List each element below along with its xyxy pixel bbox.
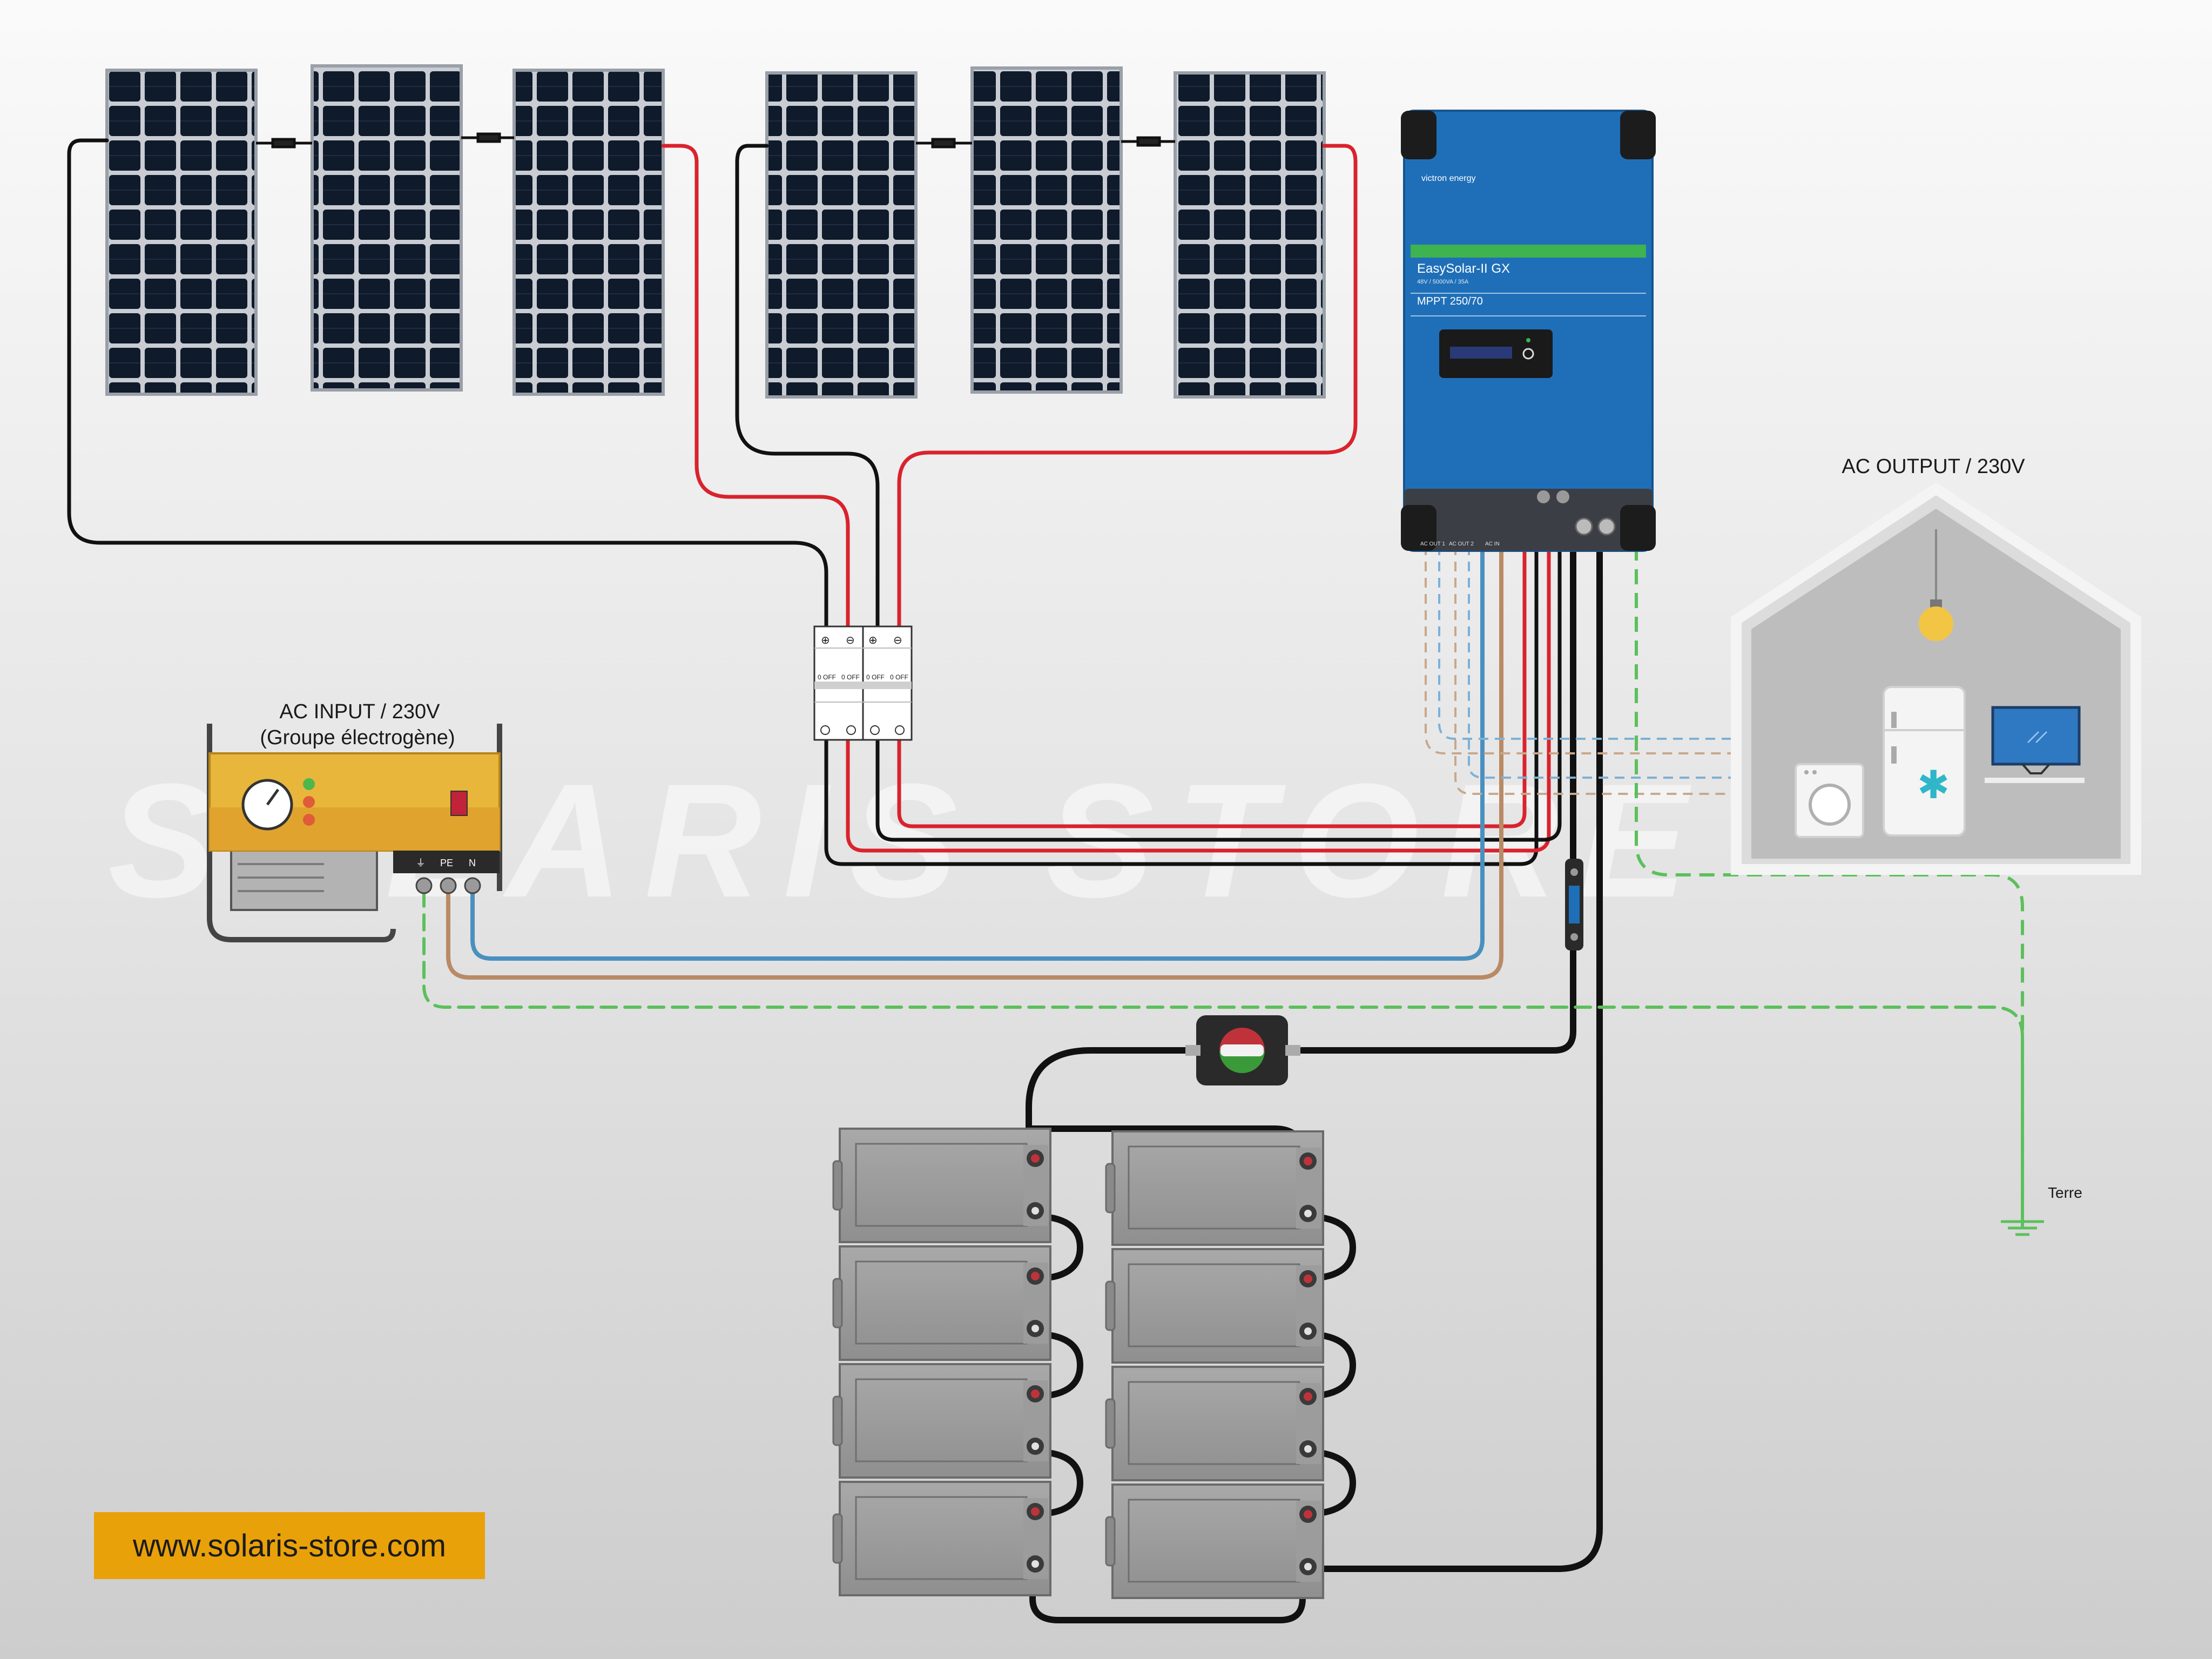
lamp-icon bbox=[1919, 599, 1953, 641]
inverter-model: EasySolar-II GX bbox=[1417, 261, 1510, 276]
battery-icon bbox=[1105, 1248, 1324, 1364]
website-link[interactable]: www.solaris-store.com bbox=[94, 1512, 485, 1579]
fridge-icon: ✱ bbox=[1883, 686, 1966, 837]
breaker-state-2: 0 OFF bbox=[841, 673, 860, 681]
breaker-mark-4: ⊖ bbox=[893, 635, 902, 646]
battery-icon bbox=[1105, 1366, 1324, 1481]
battery-icon bbox=[832, 1363, 1051, 1479]
breaker-mark-3: ⊕ bbox=[868, 635, 878, 646]
fuse-icon bbox=[1565, 859, 1583, 950]
battery-switch-icon bbox=[1185, 1015, 1300, 1085]
ac-input-title: AC INPUT / 230V bbox=[279, 700, 440, 723]
solar-panel-icon bbox=[1174, 71, 1326, 399]
battery-icon bbox=[832, 1128, 1051, 1243]
solar-panel-icon bbox=[311, 64, 463, 392]
solar-array-left bbox=[105, 64, 665, 396]
inverter-port-ac-in: AC IN bbox=[1485, 541, 1500, 547]
battery-links bbox=[1029, 1213, 1357, 1623]
solar-panel-icon bbox=[765, 71, 918, 399]
inverter-mppt: MPPT 250/70 bbox=[1417, 295, 1483, 307]
house-icon: AC OUTPUT / 230V ✱ bbox=[1731, 455, 2141, 875]
ac-input-wiring bbox=[422, 543, 2024, 1228]
solar-array-right bbox=[765, 66, 1326, 399]
generator-icon: AC INPUT / 230V (Groupe électrogène) ⏚ P… bbox=[207, 700, 502, 942]
battery-icon bbox=[832, 1481, 1051, 1596]
solar-panel-icon bbox=[512, 69, 665, 396]
generator-terminal-n: N bbox=[469, 858, 476, 868]
generator-terminal-earth: ⏚ bbox=[416, 858, 426, 868]
breaker-state-4: 0 OFF bbox=[890, 673, 908, 681]
battery-icon bbox=[1105, 1483, 1324, 1599]
solar-panel-icon bbox=[970, 66, 1123, 394]
battery-icon bbox=[832, 1245, 1051, 1361]
inverter-brand: victron energy bbox=[1421, 174, 1476, 183]
inverter-port-ac-out-2: AC OUT 2 bbox=[1449, 541, 1474, 547]
washing-machine-icon bbox=[1795, 763, 1864, 838]
inverter-spec: 48V / 5000VA / 35A bbox=[1417, 279, 1469, 285]
generator-terminal-pe: PE bbox=[440, 858, 453, 868]
breaker-state-3: 0 OFF bbox=[866, 673, 885, 681]
ac-input-subtitle: (Groupe électrogène) bbox=[260, 726, 455, 749]
svg-text:✱: ✱ bbox=[1917, 762, 1950, 807]
tv-icon bbox=[1985, 706, 2085, 783]
inverter-icon: victron energy EasySolar-II GX 48V / 500… bbox=[1401, 110, 1656, 552]
solar-panel-icon bbox=[105, 69, 258, 396]
breaker-icon: ⊕ ⊖ ⊕ ⊖ 0 OFF 0 OFF 0 OFF 0 OFF bbox=[813, 625, 913, 741]
earth-label: Terre bbox=[2048, 1184, 2082, 1201]
breaker-state-1: 0 OFF bbox=[818, 673, 836, 681]
breaker-mark-1: ⊕ bbox=[821, 635, 830, 646]
breaker-mark-2: ⊖ bbox=[846, 635, 855, 646]
inverter-port-ac-out-1: AC OUT 1 bbox=[1420, 541, 1445, 547]
earth-ground-icon bbox=[2001, 1216, 2044, 1236]
battery-icon bbox=[1105, 1130, 1324, 1246]
ac-output-label: AC OUTPUT / 230V bbox=[1842, 455, 2025, 478]
panel-series-connectors bbox=[256, 132, 1175, 149]
